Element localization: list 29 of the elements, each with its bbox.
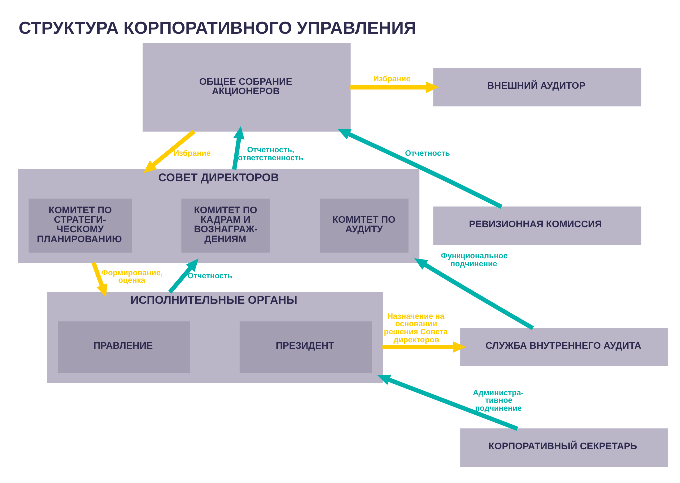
node-box: ПРАВЛЕНИЕ	[58, 321, 190, 372]
arrow	[378, 374, 518, 431]
node-box: РЕВИЗИОННАЯ КОМИССИЯ	[434, 206, 642, 245]
node-box: КОМИТЕТ ПО АУДИТУ	[320, 198, 409, 252]
edge-label: Избрание	[174, 148, 211, 158]
edge-label: Функциональное подчинение	[441, 250, 508, 268]
diagram-title: СТРУКТУРА КОРПОРАТИВНОГО УПРАВЛЕНИЯ	[18, 18, 416, 38]
node-box: КОМИТЕТ ПО СТРАТЕГИ- ЧЕСКОМУ ПЛАНИРОВАНИЮ	[28, 198, 132, 252]
arrow	[338, 128, 503, 209]
arrow	[414, 258, 534, 330]
arrow	[92, 262, 108, 298]
edge-label: Администра- тивное подчинение	[473, 388, 524, 412]
edge-label: Формирование, оценка	[102, 268, 164, 285]
node-box: ПРЕЗИДЕНТ	[240, 321, 372, 372]
arrow	[168, 258, 199, 294]
edge-label: Избрание	[374, 74, 411, 84]
arrow	[144, 129, 196, 173]
arrow	[350, 81, 440, 93]
node-box: СЛУЖБА ВНУТРЕННЕГО АУДИТА	[460, 328, 668, 366]
edge-label: Отчетность	[188, 271, 233, 280]
node-box: ОБЩЕЕ СОБРАНИЕ АКЦИОНЕРОВ	[142, 42, 351, 132]
node-box: КОРПОРАТИВНЫЙ СЕКРЕТАРЬ	[460, 428, 668, 466]
edge-label: Отчетность	[405, 148, 450, 158]
arrow	[382, 341, 466, 352]
node-box: ВНЕШНИЙ АУДИТОР	[434, 68, 642, 106]
node-box: КОМИТЕТ ПО КАДРАМ И ВОЗНАГРАЖ- ДЕНИЯМ	[182, 198, 270, 252]
edge-label: Отчетность, ответственность	[238, 145, 304, 162]
edge-label: Назначение на основании решения Совета директоров	[384, 311, 448, 344]
arrow	[232, 126, 245, 170]
